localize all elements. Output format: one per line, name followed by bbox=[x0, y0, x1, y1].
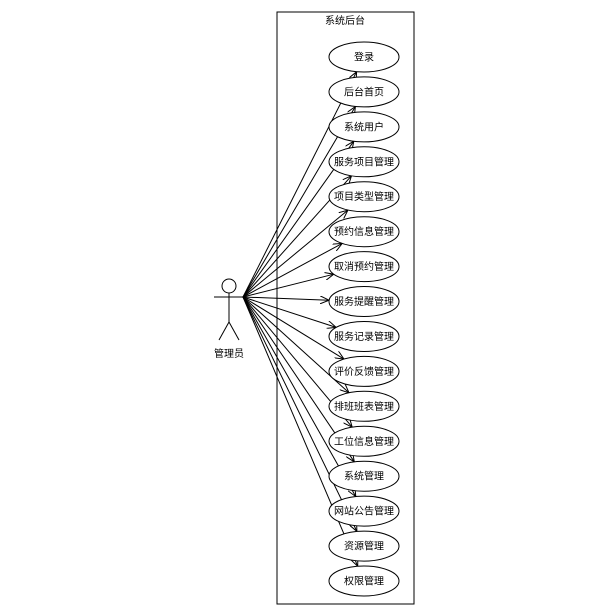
use-case-label: 资源管理 bbox=[344, 540, 384, 553]
use-case-ellipse bbox=[328, 41, 400, 73]
association-line bbox=[242, 296, 344, 359]
use-case-ellipse bbox=[328, 216, 400, 248]
use-case-ellipse bbox=[328, 460, 400, 492]
use-case-ellipse bbox=[328, 251, 400, 283]
use-case: 服务项目管理 bbox=[328, 146, 400, 178]
system-title: 系统后台 bbox=[325, 14, 365, 27]
use-case-ellipse bbox=[328, 321, 400, 352]
use-case-ellipse bbox=[328, 76, 400, 108]
association-line bbox=[242, 243, 342, 298]
association-line bbox=[242, 107, 355, 298]
association-line bbox=[242, 210, 348, 298]
use-case-label: 后台首页 bbox=[344, 85, 384, 98]
use-case-ellipse bbox=[328, 181, 400, 213]
use-case: 服务记录管理 bbox=[328, 321, 400, 352]
actor-head bbox=[221, 278, 237, 294]
use-case-label: 预约信息管理 bbox=[334, 225, 394, 238]
use-case-ellipse bbox=[328, 425, 400, 457]
use-case-label: 服务项目管理 bbox=[334, 155, 394, 168]
association-line bbox=[242, 72, 357, 298]
use-case: 服务提醒管理 bbox=[328, 286, 400, 317]
use-case-label: 服务提醒管理 bbox=[334, 295, 394, 308]
use-case-ellipse bbox=[328, 565, 400, 597]
use-case: 取消预约管理 bbox=[328, 251, 400, 283]
association-line bbox=[242, 274, 334, 298]
use-case: 评价反馈管理 bbox=[328, 355, 400, 387]
actor-admin: 管理员 bbox=[214, 278, 244, 360]
use-case: 登录 bbox=[328, 41, 400, 73]
use-case: 网站公告管理 bbox=[328, 495, 400, 527]
association-line bbox=[242, 297, 329, 300]
use-case-label: 项目类型管理 bbox=[334, 190, 394, 203]
association-line bbox=[242, 296, 356, 497]
use-case: 预约信息管理 bbox=[328, 216, 400, 248]
use-case-ellipse bbox=[328, 355, 400, 387]
use-case-label: 评价反馈管理 bbox=[334, 365, 394, 378]
use-case-ellipse bbox=[328, 146, 400, 178]
use-case-label: 网站公告管理 bbox=[334, 505, 394, 518]
use-case-label: 权限管理 bbox=[344, 575, 384, 588]
use-case-label: 工位信息管理 bbox=[334, 435, 394, 448]
use-case-label: 取消预约管理 bbox=[334, 260, 394, 273]
use-case: 资源管理 bbox=[328, 530, 400, 562]
association-line bbox=[242, 296, 357, 531]
association-line bbox=[242, 296, 336, 327]
use-case-ellipse bbox=[328, 111, 400, 143]
use-case: 后台首页 bbox=[328, 76, 400, 108]
use-case-label: 系统用户 bbox=[344, 120, 384, 133]
use-case-list: 登录后台首页系统用户服务项目管理项目类型管理预约信息管理取消预约管理服务提醒管理… bbox=[328, 41, 400, 597]
actor-right-leg bbox=[228, 321, 240, 341]
use-case: 工位信息管理 bbox=[328, 425, 400, 457]
actor-label: 管理员 bbox=[214, 347, 244, 360]
use-case-ellipse bbox=[328, 286, 400, 317]
use-case: 系统用户 bbox=[328, 111, 400, 143]
association-lines bbox=[242, 72, 358, 567]
use-case-label: 系统管理 bbox=[344, 470, 384, 483]
use-case-label: 登录 bbox=[354, 51, 374, 64]
use-case-ellipse bbox=[328, 530, 400, 562]
use-case: 系统管理 bbox=[328, 460, 400, 492]
use-case-ellipse bbox=[328, 390, 400, 422]
use-case: 权限管理 bbox=[328, 565, 400, 597]
use-case: 项目类型管理 bbox=[328, 181, 400, 213]
use-case-ellipse bbox=[328, 495, 400, 527]
use-case-label: 排班班表管理 bbox=[334, 400, 394, 413]
use-case-label: 服务记录管理 bbox=[334, 330, 394, 343]
actor-left-leg bbox=[218, 321, 230, 341]
use-case: 排班班表管理 bbox=[328, 390, 400, 422]
